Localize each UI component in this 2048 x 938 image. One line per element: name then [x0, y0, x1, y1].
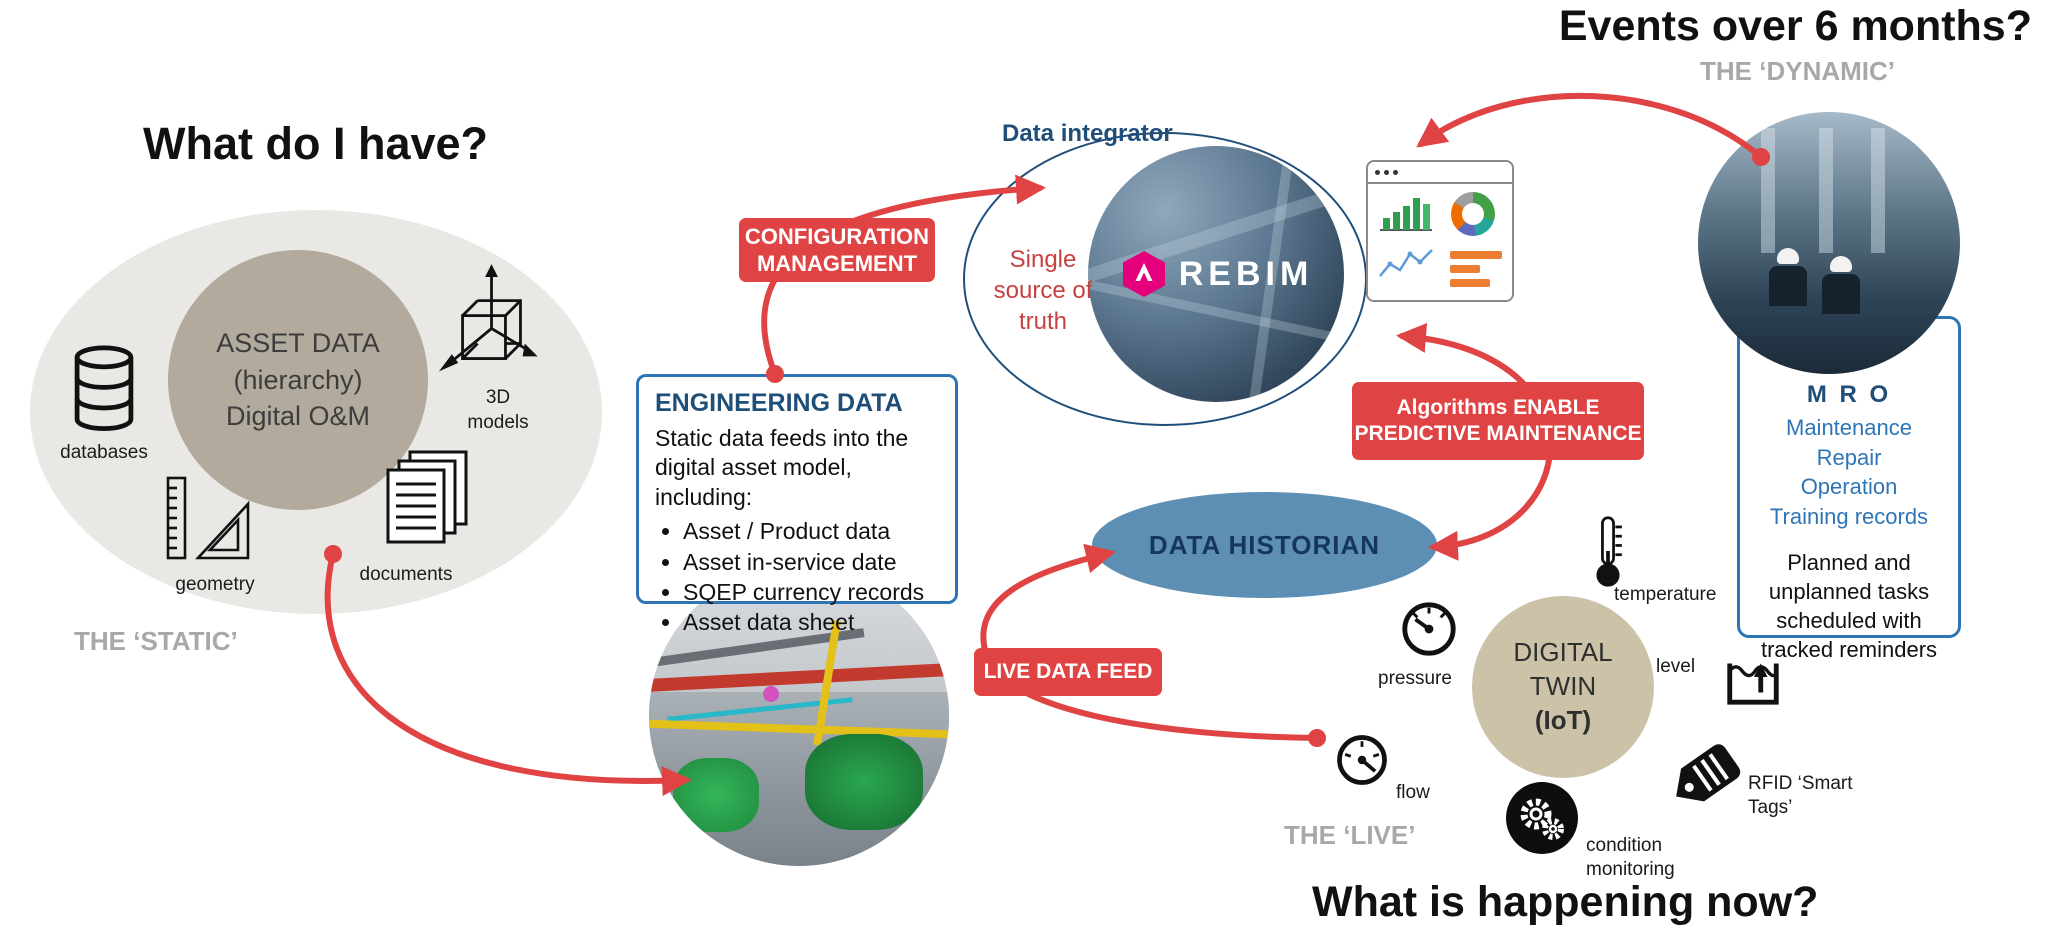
rebim-logo: REBIM	[1119, 249, 1314, 299]
flow-meter-icon	[1332, 730, 1392, 790]
arrow-dynamic-to-dashboard	[1416, 92, 1764, 160]
mro-item-repair: Repair	[1816, 444, 1882, 470]
events-heading: Events over 6 months?	[1558, 2, 2032, 50]
the-dynamic-label: THE ‘DYNAMIC’	[1700, 56, 1895, 86]
algorithms-line2: PREDICTIVE MAINTENANCE	[1354, 422, 1642, 445]
algorithms-box: Algorithms ENABLE PREDICTIVE MAINTENANCE	[1352, 382, 1644, 460]
the-static-label: THE ‘STATIC’	[74, 626, 238, 656]
engineering-data-box: ENGINEERING DATA Static data feeds into …	[636, 374, 958, 635]
engineering-bullet: SQEP currency records	[683, 577, 939, 607]
hbar-chart-icon	[1442, 244, 1504, 294]
digital-twin-circle: DIGITAL TWIN (IoT)	[1472, 596, 1654, 778]
rfid-tag-icon	[1655, 730, 1754, 823]
geometry-icon	[160, 474, 256, 570]
line-chart-icon	[1379, 249, 1433, 277]
browser-charts-icon	[1366, 160, 1514, 302]
flow-label: flow	[1396, 782, 1430, 803]
level-label: level	[1656, 656, 1696, 677]
live-data-feed-box: LIVE DATA FEED	[974, 648, 1162, 696]
temperature-label: temperature	[1614, 584, 1717, 605]
pressure-label: pressure	[1378, 668, 1452, 689]
configuration-management-box: CONFIGURATION MANAGEMENT	[739, 218, 935, 282]
3d-models-label: 3D models	[438, 386, 558, 435]
asset-circle-line1: ASSET DATA	[216, 328, 380, 359]
gears-icon	[1506, 782, 1578, 854]
engineering-bullet-list: Asset / Product data Asset in-service da…	[655, 516, 939, 637]
cad-green-machine-2	[673, 758, 759, 832]
pressure-gauge-icon	[1398, 598, 1460, 660]
mro-note: Planned and unplanned tasks scheduled wi…	[1760, 549, 1938, 662]
digital-twin-line3: (IoT)	[1534, 704, 1592, 735]
asset-circle-line3: Digital O&M	[225, 401, 371, 432]
data-historian-label: DATA HISTORIAN	[1148, 529, 1381, 560]
rebim-logo-text: REBIM	[1178, 254, 1314, 293]
browser-titlebar	[1368, 162, 1512, 184]
donut-chart-icon	[1451, 192, 1495, 236]
engineering-bullet: Asset data sheet	[683, 607, 939, 637]
cad-green-machine	[805, 734, 923, 830]
documents-label: documents	[359, 564, 453, 585]
geometry-label: geometry	[175, 574, 255, 595]
3d-models-label-line2: models	[467, 411, 529, 433]
plant-tower	[1870, 127, 1885, 254]
mro-item-operation: Operation	[1800, 474, 1898, 500]
worker-figure	[1766, 248, 1810, 308]
live-feed-label: LIVE DATA FEED	[983, 659, 1153, 683]
single-source-line3: truth	[1018, 308, 1068, 336]
documents-icon	[378, 448, 478, 554]
what-is-happening-heading: What is happening now?	[1312, 878, 1819, 926]
engineering-bullet: Asset / Product data	[683, 516, 939, 546]
single-source-line1: Single	[1009, 246, 1077, 273]
data-historian-ellipse: DATA HISTORIAN	[1092, 492, 1437, 598]
connector-dot	[1308, 729, 1326, 747]
browser-body	[1368, 184, 1512, 300]
single-source-text: Single source of truth	[958, 244, 1128, 338]
rebim-circle: REBIM	[1088, 146, 1344, 402]
mro-box: M R O Maintenance Repair Operation Train…	[1737, 316, 1961, 662]
databases-label: databases	[60, 442, 148, 463]
bar-chart-icon	[1380, 198, 1432, 231]
single-source-line2: source of	[993, 277, 1093, 305]
asset-data-circle: ASSET DATA (hierarchy) Digital O&M	[168, 250, 428, 510]
configuration-line2: MANAGEMENT	[756, 251, 918, 276]
mro-item-maintenance: Maintenance	[1786, 415, 1912, 440]
engineering-bullet: Asset in-service date	[683, 547, 939, 577]
condition-monitoring-label: condition monitoring	[1586, 835, 1675, 880]
3d-cube-icon	[430, 262, 538, 380]
engineering-title: ENGINEERING DATA	[655, 389, 903, 417]
plant-tower	[1818, 127, 1833, 254]
digital-twin-line1: DIGITAL	[1513, 637, 1613, 668]
mro-title: M R O	[1806, 381, 1892, 408]
the-live-label: THE ‘LIVE’	[1284, 820, 1416, 850]
what-do-i-have-heading: What do I have?	[143, 118, 489, 169]
rfid-label: RFID ‘Smart Tags’	[1748, 773, 1853, 818]
digital-twin-line2: TWIN	[1529, 671, 1597, 702]
rebim-logo-icon	[1122, 251, 1165, 297]
database-icon	[66, 342, 142, 436]
mro-item-training: Training records	[1769, 504, 1929, 530]
plant-tower	[1760, 127, 1775, 254]
3d-models-label-line1: 3D	[485, 387, 511, 408]
level-icon	[1722, 646, 1784, 708]
algorithms-line1: Algorithms ENABLE	[1396, 395, 1600, 419]
plant-photo	[1698, 112, 1960, 374]
cad-magenta-valve	[763, 686, 779, 702]
asset-circle-line2: (hierarchy)	[233, 364, 363, 395]
engineering-intro: Static data feeds into the digital asset…	[655, 425, 909, 510]
configuration-line1: CONFIGURATION	[744, 223, 930, 249]
worker-figure	[1819, 256, 1863, 316]
thermometer-icon	[1588, 514, 1628, 588]
